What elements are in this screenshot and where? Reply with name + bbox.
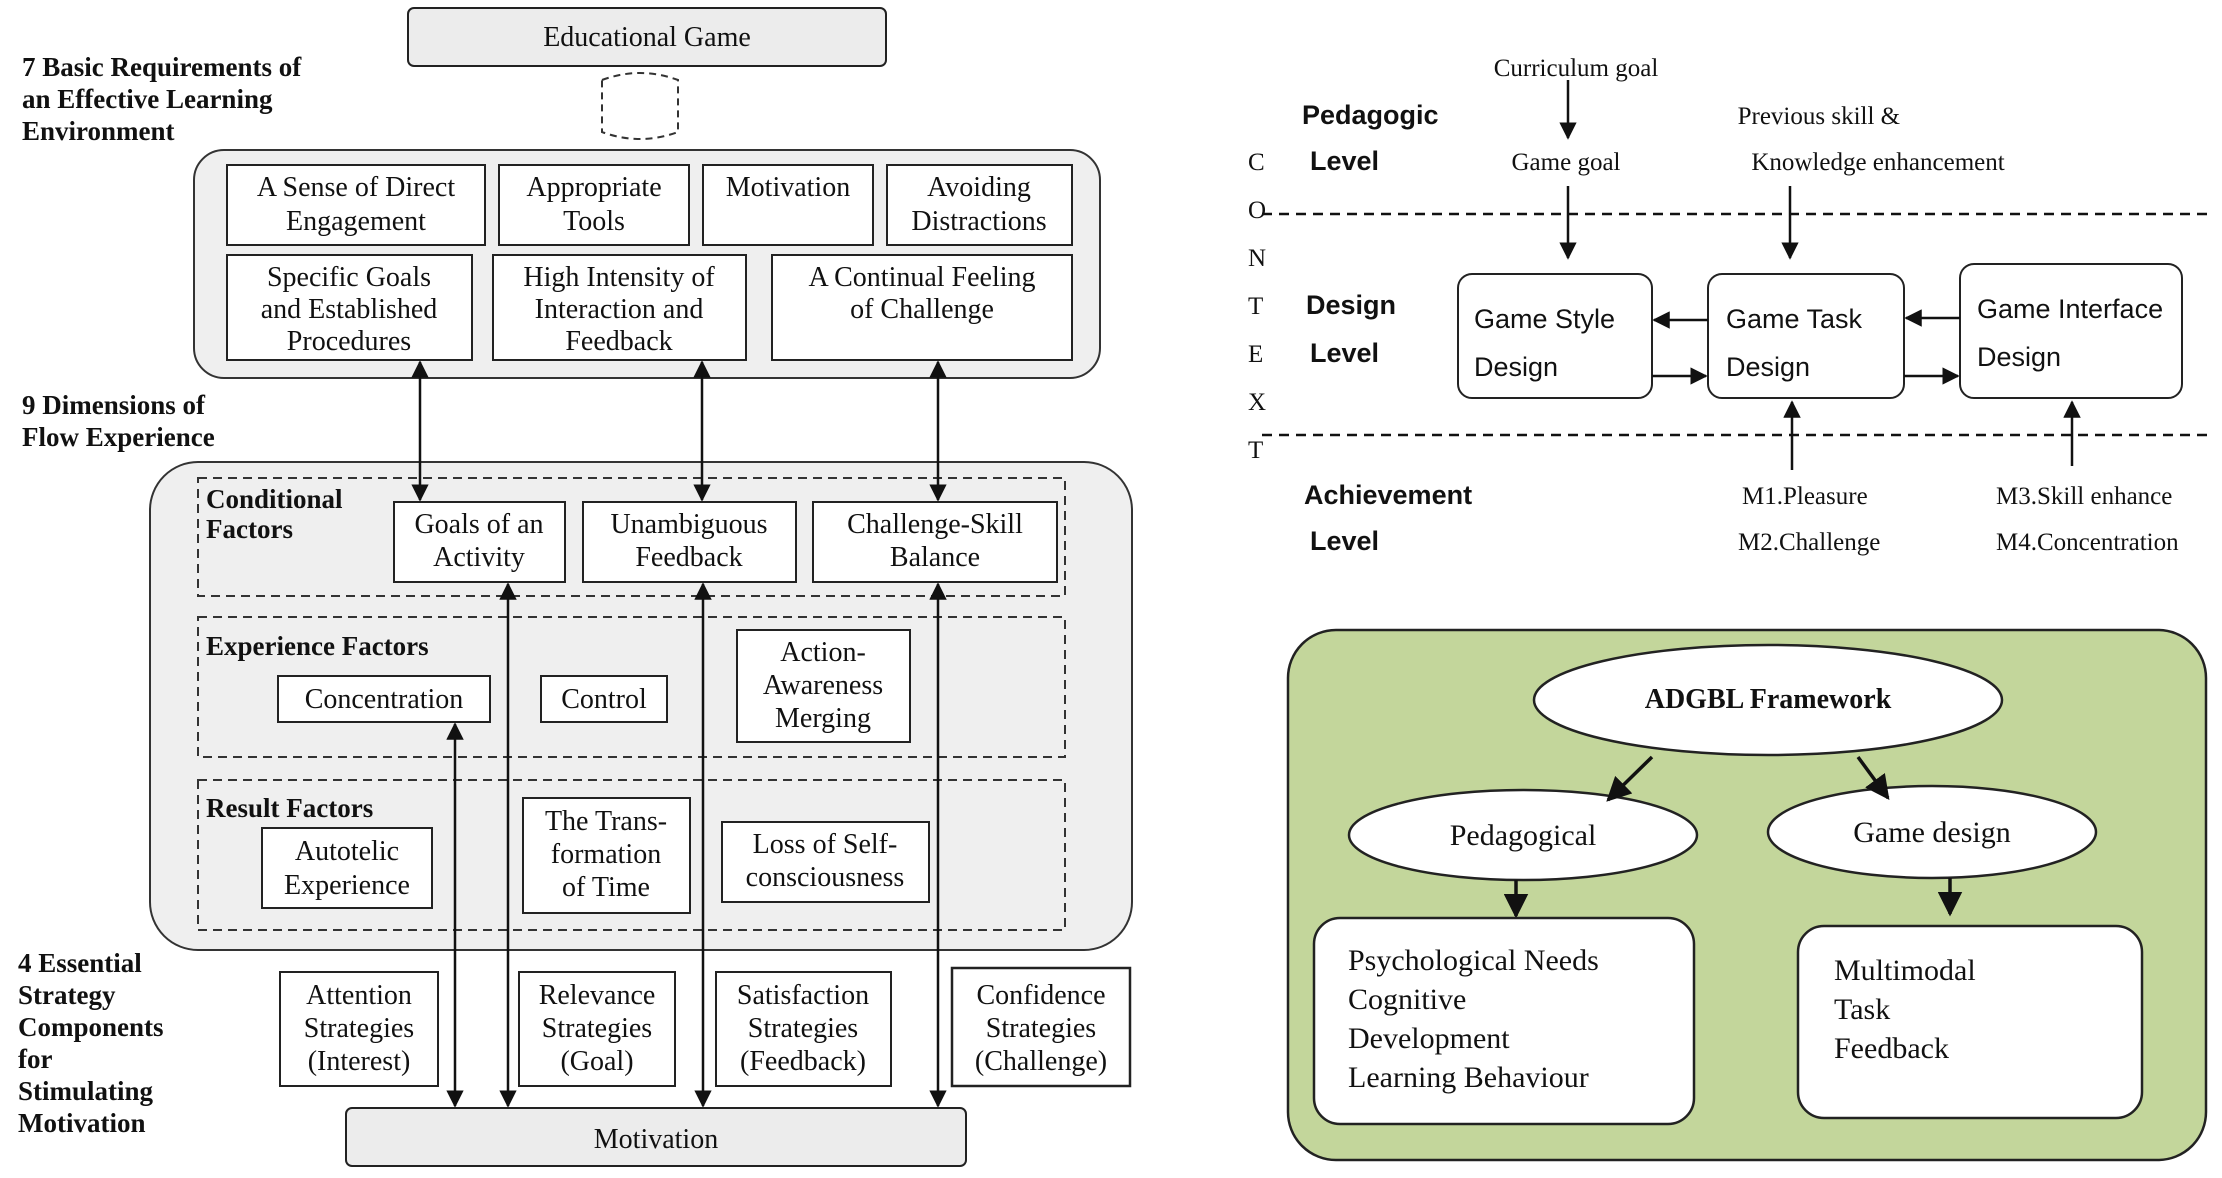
- game-goal-label: Game goal: [1512, 149, 1621, 176]
- design-level-label: Design Level: [1306, 290, 1404, 368]
- requirements-heading: 7 Basic Requirements of an Effective Lea…: [22, 52, 308, 146]
- context-letter: T: [1248, 437, 1263, 464]
- motivation-box: [345, 1107, 967, 1167]
- conditional-factors-section: [197, 477, 1066, 597]
- svg-text:Motivation: Motivation: [726, 172, 850, 203]
- result-factors-label: Result Factors: [206, 793, 373, 823]
- experience-factors-label: Experience Factors: [206, 631, 429, 661]
- flow-arrow: [1606, 755, 1654, 802]
- educational-game-label: Educational Game: [543, 22, 751, 53]
- flow-arrow: [1856, 755, 1890, 800]
- requirement-box: Motivation: [702, 164, 874, 246]
- svg-text:Loss of Self-consciousness: Loss of Self-consciousness: [746, 829, 905, 893]
- game-design-label: Game design: [1853, 816, 2010, 849]
- context-letter: E: [1248, 341, 1263, 368]
- svg-text:Concentration: Concentration: [305, 684, 464, 715]
- experience-factors-section: [197, 616, 1066, 758]
- adgbl-framework-label: ADGBL Framework: [1645, 684, 1892, 715]
- adgbl-framework-ellipse: [1532, 643, 2004, 757]
- conditional-factors-label: Conditional Factors: [206, 484, 349, 544]
- right-top-diagram: C O N T E X T Pedagogic Level Design Lev…: [1248, 55, 2212, 556]
- measures-right: M3.Skill enhance M4.Concentration: [1996, 483, 2179, 556]
- pedagogical-ellipse: [1347, 788, 1699, 882]
- dashed-link-shape: [601, 72, 679, 140]
- context-letter: O: [1248, 197, 1266, 224]
- educational-game-box: [407, 7, 887, 67]
- measures-left: M1.Pleasure M2.Challenge: [1738, 483, 1880, 556]
- pedagogic-level-label: Pedagogic Level: [1302, 100, 1446, 176]
- experience-factor-box: Control: [540, 675, 668, 723]
- context-letter: N: [1248, 245, 1266, 272]
- svg-text:Control: Control: [561, 684, 647, 715]
- previous-skill-label: Previous skill & Knowledge enhancement: [1738, 103, 2005, 176]
- curriculum-goal-label: Curriculum goal: [1494, 55, 1659, 82]
- strategy-heading: 4 Essential Strategy Components for Stim…: [18, 948, 170, 1138]
- game-design-ellipse: [1766, 784, 2098, 880]
- motivation-label: Motivation: [594, 1124, 718, 1155]
- context-letter: X: [1248, 389, 1266, 416]
- flow-heading: 9 Dimensions of Flow Experience: [22, 390, 215, 452]
- left-diagram: Educational Game 7 Basic Requirements of…: [18, 7, 1133, 1167]
- result-factor-box: Loss of Self-consciousness: [721, 821, 930, 903]
- result-factors-section: [197, 779, 1066, 931]
- experience-factor-box: Concentration: [277, 675, 491, 723]
- achievement-level-label: Achievement Level: [1304, 480, 1480, 556]
- context-letter: C: [1248, 149, 1265, 176]
- context-letter: T: [1248, 293, 1263, 320]
- pedagogical-label: Pedagogical: [1450, 819, 1597, 852]
- right-bottom-diagram: ADGBL Framework Pedagogical Game design …: [1286, 628, 2208, 1162]
